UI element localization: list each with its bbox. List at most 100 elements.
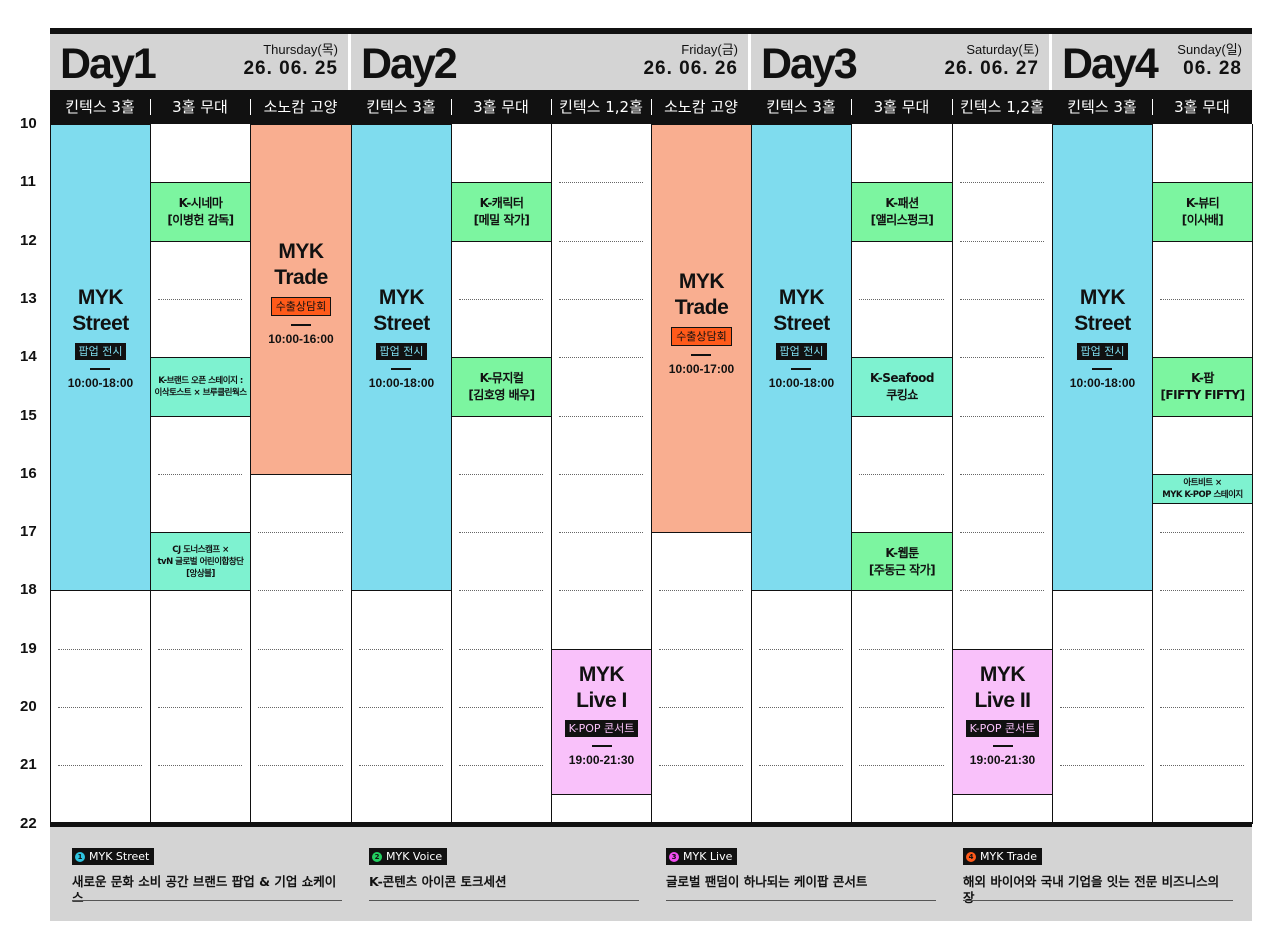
hour-gridline [158, 707, 242, 708]
hour-label: 10 [20, 115, 37, 132]
event-tag: 팝업 전시 [375, 343, 428, 360]
hour-label: 17 [20, 523, 37, 540]
hour-gridline [960, 532, 1044, 533]
day-date-block: Sunday(일)06. 28 [1177, 42, 1242, 80]
event-dash [1092, 368, 1113, 370]
hour-gridline [459, 590, 543, 591]
hour-gridline [960, 182, 1044, 183]
venue-label: 킨텍스 1,2홀 [960, 98, 1044, 116]
day-weekday: Saturday(토) [966, 42, 1039, 57]
venue-label: 킨텍스 3홀 [1067, 98, 1137, 116]
event-time: 10:00-16:00 [268, 332, 334, 346]
hour-gridline [459, 707, 543, 708]
event-line: 이삭토스트 × 브루클린웍스 [154, 388, 247, 398]
event-k-fashion[interactable]: K-패션[앨리스펑크] [851, 182, 953, 242]
hour-gridline [459, 765, 543, 766]
event-k-webtoon[interactable]: K-웹툰[주동근 작가] [851, 532, 953, 591]
hour-gridline [258, 649, 343, 650]
event-tag: 수출상담회 [671, 327, 732, 346]
legend-number-icon: 3 [669, 851, 679, 862]
hour-gridline [359, 649, 443, 650]
legend-label: MYK Trade [980, 850, 1038, 863]
hour-gridline [859, 649, 944, 650]
event-line: [이사배] [1181, 213, 1224, 227]
event-line: K-시네마 [178, 196, 223, 210]
day-weekday: Sunday(일) [1177, 42, 1242, 57]
hour-label: 16 [20, 465, 37, 482]
event-title: MYK [678, 270, 725, 293]
venue-divider [851, 99, 852, 115]
event-line: [FIFTY FIFTY] [1160, 388, 1245, 402]
legend-rule [369, 900, 639, 901]
hour-gridline [158, 474, 242, 475]
legend-description: 글로벌 팬덤이 하나되는 케이팝 콘서트 [666, 874, 868, 889]
day-title: Day2 [361, 40, 458, 88]
hour-gridline [359, 765, 443, 766]
event-time: 10:00-18:00 [768, 376, 835, 390]
hour-gridline [859, 707, 944, 708]
hour-gridline [559, 357, 643, 358]
hour-gridline [1060, 707, 1144, 708]
event-time: 19:00-21:30 [568, 753, 635, 767]
hour-gridline [1060, 649, 1144, 650]
event-k-musical[interactable]: K-뮤지컬[김호영 배우] [451, 357, 552, 417]
event-title: Street [373, 312, 430, 335]
hour-gridline [1160, 765, 1244, 766]
hour-gridline [359, 707, 443, 708]
legend-description: 해외 바이어와 국내 기업을 잇는 전문 비즈니스의 장 [963, 874, 1220, 905]
hour-gridline [960, 241, 1044, 242]
event-k-cinema[interactable]: K-시네마[이병헌 감독] [150, 182, 251, 242]
event-artbit[interactable]: 아트비트 ×MYK K-POP 스테이지 [1152, 474, 1253, 504]
hour-gridline [58, 649, 142, 650]
day-weekday: Friday(금) [681, 42, 738, 57]
hour-gridline [559, 474, 643, 475]
event-time: 10:00-17:00 [668, 362, 735, 376]
day-date-block: Friday(금)26. 06. 26 [643, 42, 738, 80]
hour-gridline [659, 649, 743, 650]
event-k-brand[interactable]: K-브랜드 오픈 스테이지 :이삭토스트 × 브루클린웍스 [150, 357, 251, 417]
hour-gridline [960, 416, 1044, 417]
hour-gridline [659, 765, 743, 766]
event-k-character[interactable]: K-캐릭터[메밀 작가] [451, 182, 552, 242]
hour-label: 20 [20, 698, 37, 715]
event-line: MYK K-POP 스테이지 [1162, 490, 1243, 500]
event-cj-camp[interactable]: CJ 도너스캠프 ×tvN 글로벌 어린이합창단[앙상블] [150, 532, 251, 591]
hour-gridline [158, 765, 242, 766]
grid-bottom-rule [50, 822, 1252, 827]
legend-number-icon: 4 [966, 851, 976, 862]
venue-label: 3홀 무대 [473, 98, 529, 116]
event-tag: K-POP 콘서트 [965, 720, 1040, 737]
event-line: K-캐릭터 [479, 196, 524, 210]
column-rule [952, 124, 953, 824]
hour-gridline [759, 765, 843, 766]
event-k-pop[interactable]: K-팝 [FIFTY FIFTY] [1152, 357, 1253, 417]
event-line: [주동근 작가] [868, 562, 936, 577]
hour-label: 22 [20, 815, 37, 832]
legend-number-icon: 2 [372, 851, 382, 862]
event-time: 10:00-18:00 [1069, 376, 1136, 390]
hour-gridline [559, 241, 643, 242]
event-line: K-팝 [1191, 371, 1214, 385]
venue-divider [952, 99, 953, 115]
hour-gridline [58, 765, 142, 766]
event-title: MYK [979, 663, 1026, 686]
legend-rule [963, 900, 1233, 901]
hour-gridline [459, 474, 543, 475]
event-k-beauty[interactable]: K-뷰티[이사배] [1152, 182, 1253, 242]
hour-label: 11 [20, 173, 36, 190]
venue-divider [451, 99, 452, 115]
